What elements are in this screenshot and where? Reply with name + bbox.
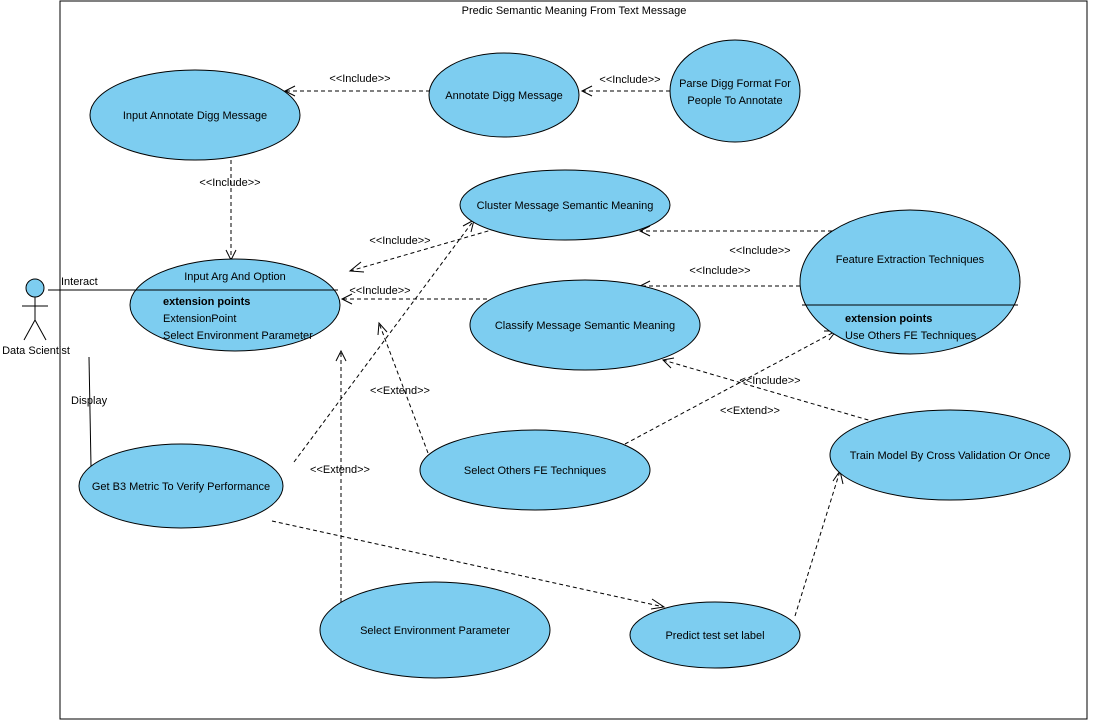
usecase-shape [469, 279, 701, 371]
usecase-annotate-digg-message[interactable]: Annotate Digg Message [428, 52, 580, 138]
label-include: <<Include>> [599, 74, 660, 86]
usecase-shape [78, 443, 284, 529]
system-title: Predic Semantic Meaning From Text Messag… [462, 5, 687, 17]
label-include: <<Include>> [739, 375, 800, 387]
label-extend: <<Extend>> [370, 385, 430, 397]
usecase-shape [629, 601, 801, 669]
arrowhead [340, 293, 353, 305]
label-include: <<Include>> [199, 177, 260, 189]
usecase-shape [669, 39, 801, 143]
extension-point: Select Environment Parameter [163, 330, 313, 342]
label-interact: Interact [61, 276, 98, 288]
extend-select-fe-to-input-arg [378, 322, 429, 454]
usecase-select-others-fe-techniques[interactable]: Select Others FE Techniques [419, 429, 651, 511]
usecase-predict-test-set-label[interactable]: Predict test set label [629, 601, 801, 669]
label-include: <<Include>> [329, 73, 390, 85]
usecase-shape [89, 69, 301, 161]
usecase-label: Select Environment Parameter [360, 625, 510, 637]
usecase-select-environment-parameter[interactable]: Select Environment Parameter [319, 581, 551, 679]
usecase-shape [419, 429, 651, 511]
usecase-label-line2: People To Annotate [687, 95, 782, 107]
usecase-parse-digg-format[interactable]: Parse Digg Format For People To Annotate [669, 39, 801, 143]
label-include: <<Include>> [689, 265, 750, 277]
actor-head [25, 278, 45, 298]
arrowhead [348, 261, 365, 273]
usecase-cluster-message-semantic-meaning[interactable]: Cluster Message Semantic Meaning [459, 169, 671, 241]
dependency-b3-to-predict [271, 520, 665, 608]
extension-point: ExtensionPoint [163, 313, 236, 325]
arrowhead [580, 85, 593, 97]
usecase-label: Select Others FE Techniques [464, 465, 607, 477]
actor-name: Data Scientist [2, 345, 70, 357]
usecase-label: Input Annotate Digg Message [123, 110, 267, 122]
extend-b3-to-cluster [293, 219, 475, 463]
usecase-shape [129, 258, 341, 352]
usecase-shape [459, 169, 671, 241]
arrowhead [661, 357, 675, 369]
actor-leg-right [34, 319, 47, 341]
usecase-shape [799, 209, 1021, 355]
label-include: <<Include>> [729, 245, 790, 257]
label-display: Display [71, 395, 108, 407]
arrowhead [283, 85, 296, 97]
label-extend: <<Extend>> [720, 405, 780, 417]
extension-points-title: extension points [845, 313, 932, 325]
label-include: <<Include>> [369, 235, 430, 247]
association-display [88, 356, 92, 467]
usecase-label: Classify Message Semantic Meaning [495, 320, 675, 332]
arrowhead [638, 225, 651, 237]
usecase-label: Get B3 Metric To Verify Performance [92, 481, 270, 493]
usecase-shape [319, 581, 551, 679]
include-train-to-classify [662, 359, 876, 423]
usecase-label: Predict test set label [665, 630, 764, 642]
arrowhead [335, 349, 347, 362]
extension-points-title: extension points [163, 296, 250, 308]
usecase-train-model[interactable]: Train Model By Cross Validation Or Once [829, 409, 1071, 501]
usecase-label-line1: Parse Digg Format For [679, 78, 791, 90]
usecase-get-b3-metric[interactable]: Get B3 Metric To Verify Performance [78, 443, 284, 529]
usecase-shape [829, 409, 1071, 501]
usecase-label: Feature Extraction Techniques [836, 254, 985, 266]
usecase-input-arg-and-option[interactable]: Input Arg And Option extension points Ex… [129, 258, 341, 352]
usecase-label: Input Arg And Option [184, 271, 286, 283]
dependency-predict-to-train [794, 470, 841, 617]
label-include: <<Include>> [349, 285, 410, 297]
usecase-input-annotate-digg-message[interactable]: Input Annotate Digg Message [89, 69, 301, 161]
label-extend: <<Extend>> [310, 464, 370, 476]
usecase-feature-extraction-techniques[interactable]: Feature Extraction Techniques extension … [799, 209, 1021, 355]
extension-point: Use Others FE Techniques [845, 330, 977, 342]
extend-select-fe-to-feature [624, 330, 837, 445]
usecase-classify-message-semantic-meaning[interactable]: Classify Message Semantic Meaning [469, 279, 701, 371]
actor-leg-left [23, 319, 36, 341]
usecase-label: Train Model By Cross Validation Or Once [850, 450, 1051, 462]
usecase-shape [428, 52, 580, 138]
actor-data-scientist[interactable]: Data Scientist [2, 278, 70, 357]
arrowhead [650, 598, 666, 610]
usecase-label: Cluster Message Semantic Meaning [477, 200, 654, 212]
usecase-label: Annotate Digg Message [445, 90, 562, 102]
arrowhead [377, 321, 388, 336]
